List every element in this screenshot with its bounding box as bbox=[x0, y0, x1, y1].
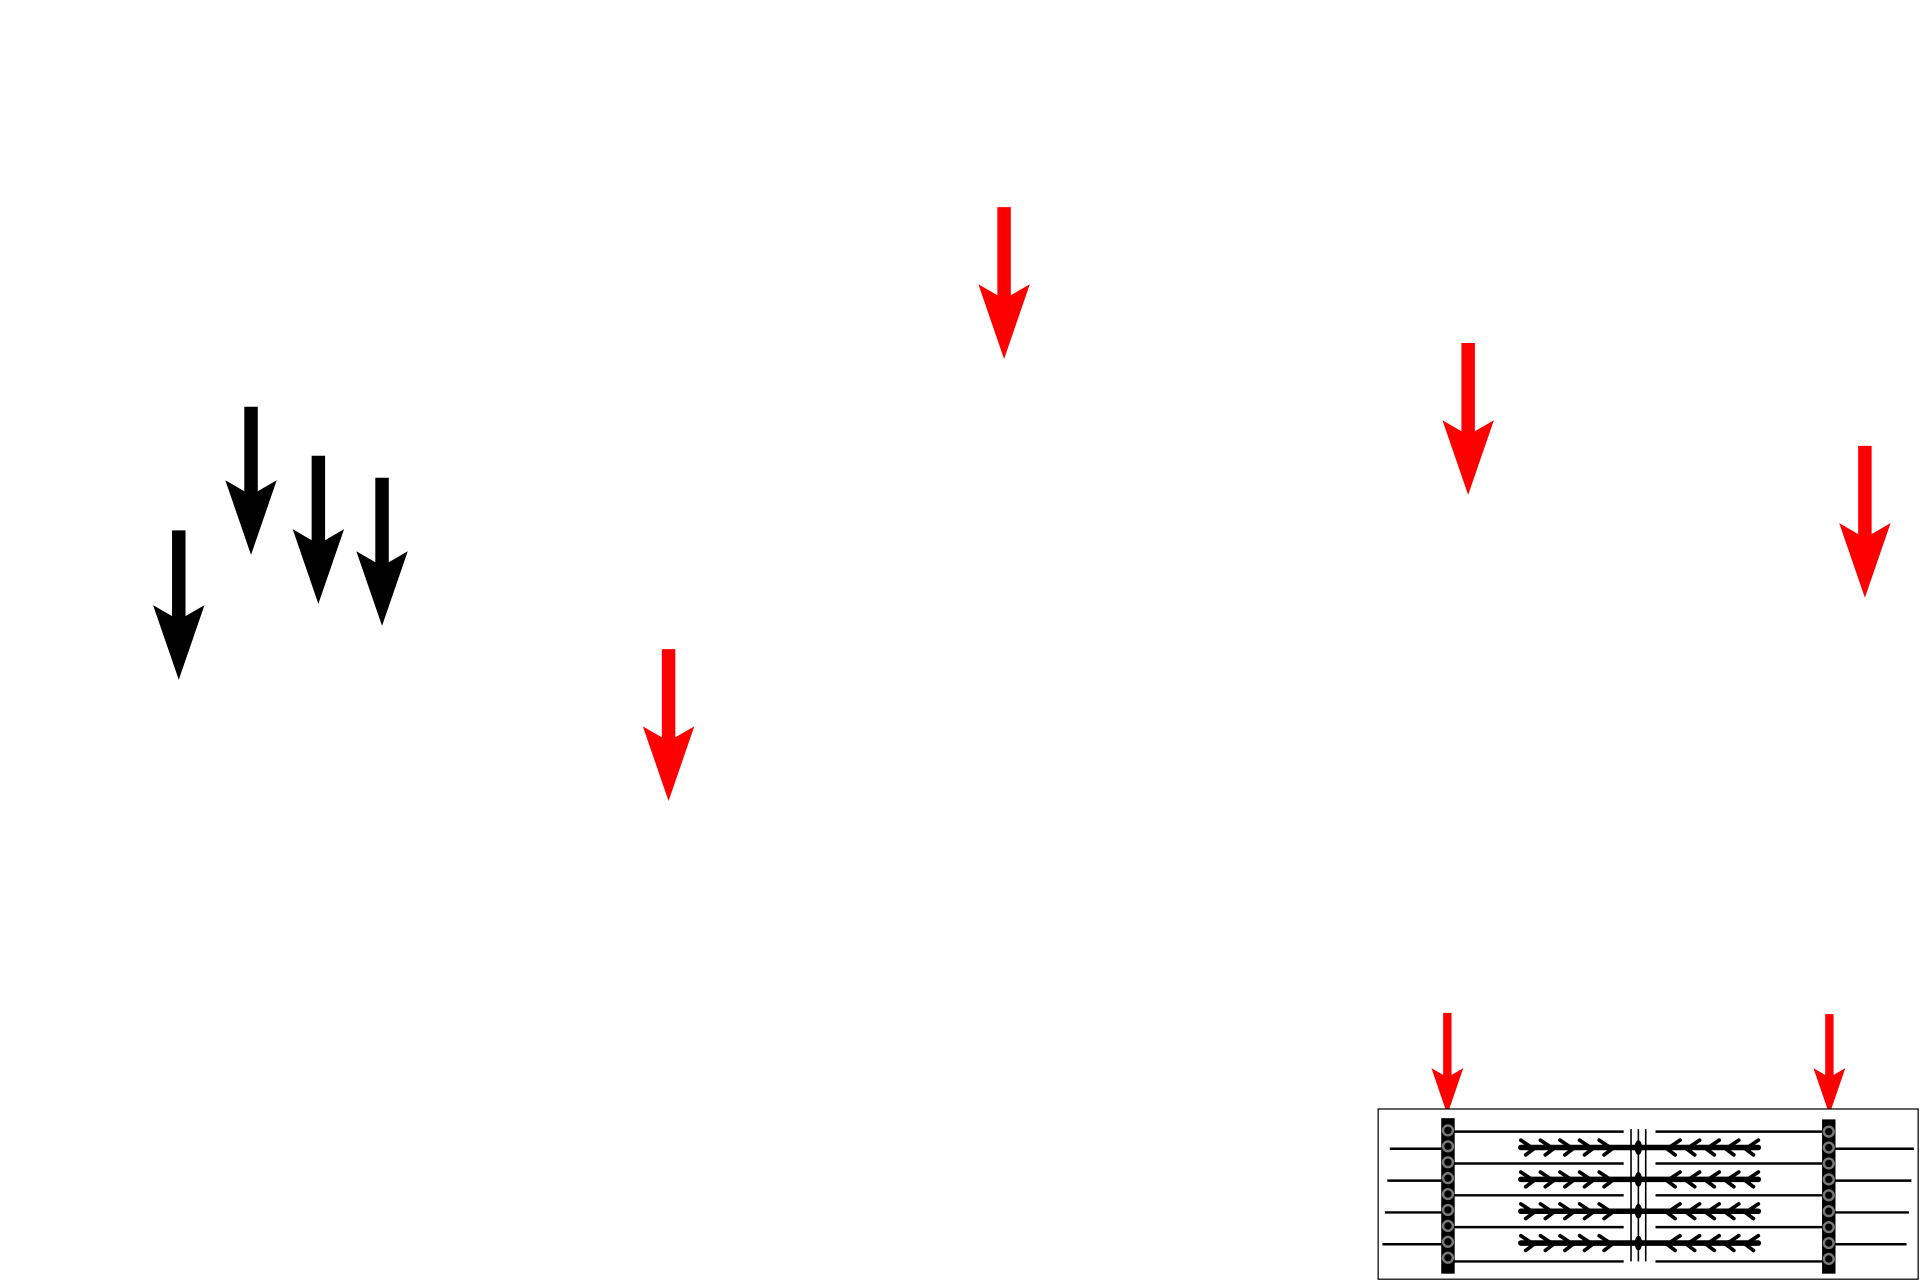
z-disc-bead bbox=[1822, 1205, 1835, 1218]
z-disc-bead bbox=[1822, 1157, 1835, 1170]
myosin-head bbox=[1683, 1202, 1702, 1221]
sarcomere-inset bbox=[1377, 1108, 1919, 1280]
myosin-head bbox=[1741, 1202, 1761, 1221]
myosin-head bbox=[1577, 1202, 1597, 1221]
myosin-head bbox=[1683, 1170, 1702, 1189]
myosin-head bbox=[1558, 1138, 1577, 1157]
z-disc-bead bbox=[1822, 1236, 1835, 1250]
red-pointer-arrow-icon bbox=[1813, 1014, 1846, 1115]
black-pointer-arrow-icon bbox=[356, 477, 408, 626]
black-pointer-arrow-icon bbox=[292, 455, 345, 604]
black-pointer-arrow-icon bbox=[153, 530, 205, 680]
z-disc-bead bbox=[1822, 1141, 1835, 1154]
myosin-head bbox=[1558, 1170, 1577, 1189]
z-disc bbox=[1441, 1118, 1455, 1274]
myosin-head bbox=[1597, 1170, 1616, 1189]
red-pointer-arrow-icon bbox=[978, 207, 1030, 359]
myosin-head bbox=[1518, 1170, 1538, 1189]
myosin-head bbox=[1597, 1138, 1616, 1157]
z-disc-bead bbox=[1822, 1173, 1835, 1186]
z-disc-bead bbox=[1441, 1172, 1455, 1185]
z-disc bbox=[1822, 1119, 1836, 1274]
myosin-head bbox=[1702, 1138, 1722, 1157]
myosin-head bbox=[1558, 1202, 1577, 1221]
myosin-head bbox=[1538, 1233, 1557, 1253]
z-disc-bead bbox=[1822, 1221, 1835, 1234]
myosin-head bbox=[1702, 1233, 1722, 1253]
z-disc-bead bbox=[1441, 1235, 1455, 1248]
z-disc-bead bbox=[1441, 1251, 1455, 1264]
thick-filament-center bbox=[1634, 1172, 1643, 1187]
myosin-head bbox=[1722, 1138, 1741, 1157]
myosin-head bbox=[1577, 1138, 1597, 1157]
myosin-head bbox=[1683, 1233, 1702, 1253]
thick-filament-center bbox=[1634, 1203, 1643, 1219]
myosin-head bbox=[1702, 1202, 1722, 1221]
myosin-head bbox=[1663, 1233, 1682, 1253]
myosin-head bbox=[1518, 1233, 1538, 1253]
myosin-head bbox=[1702, 1170, 1722, 1189]
myosin-head bbox=[1741, 1233, 1761, 1253]
red-pointer-arrow-icon bbox=[642, 649, 695, 802]
myosin-head bbox=[1663, 1202, 1682, 1221]
myosin-head bbox=[1538, 1170, 1557, 1189]
red-pointer-arrow-icon bbox=[1839, 445, 1891, 598]
myosin-head bbox=[1577, 1170, 1597, 1189]
myosin-head bbox=[1577, 1233, 1597, 1253]
thick-filament-center bbox=[1634, 1235, 1643, 1251]
myosin-head bbox=[1597, 1202, 1616, 1221]
z-disc-bead bbox=[1441, 1187, 1455, 1201]
myosin-head bbox=[1722, 1170, 1741, 1189]
myosin-head bbox=[1663, 1138, 1682, 1157]
z-disc-bead bbox=[1822, 1189, 1835, 1202]
thick-filament-center bbox=[1634, 1140, 1643, 1155]
myosin-head bbox=[1538, 1202, 1557, 1221]
z-disc-bead bbox=[1822, 1252, 1835, 1266]
myosin-head bbox=[1597, 1233, 1616, 1253]
myosin-head bbox=[1683, 1138, 1702, 1157]
z-disc-bead bbox=[1441, 1156, 1455, 1169]
myosin-head bbox=[1663, 1170, 1682, 1189]
myosin-head bbox=[1518, 1138, 1538, 1157]
red-pointer-arrow-icon bbox=[1442, 343, 1494, 495]
red-pointer-arrow-icon bbox=[1431, 1012, 1464, 1115]
z-disc-bead bbox=[1822, 1125, 1835, 1138]
myosin-head bbox=[1558, 1233, 1577, 1253]
pointer-arrows bbox=[153, 207, 1891, 1115]
myosin-head bbox=[1518, 1202, 1538, 1221]
z-disc-bead bbox=[1441, 1219, 1455, 1233]
z-disc-bead bbox=[1441, 1124, 1455, 1137]
myosin-head bbox=[1722, 1233, 1741, 1253]
myosin-head bbox=[1741, 1170, 1761, 1189]
myosin-head bbox=[1722, 1202, 1741, 1221]
myosin-head bbox=[1538, 1138, 1557, 1157]
myosin-head bbox=[1741, 1138, 1761, 1157]
black-pointer-arrow-icon bbox=[225, 406, 277, 555]
z-disc-bead bbox=[1441, 1140, 1455, 1153]
z-disc-bead bbox=[1441, 1203, 1455, 1217]
